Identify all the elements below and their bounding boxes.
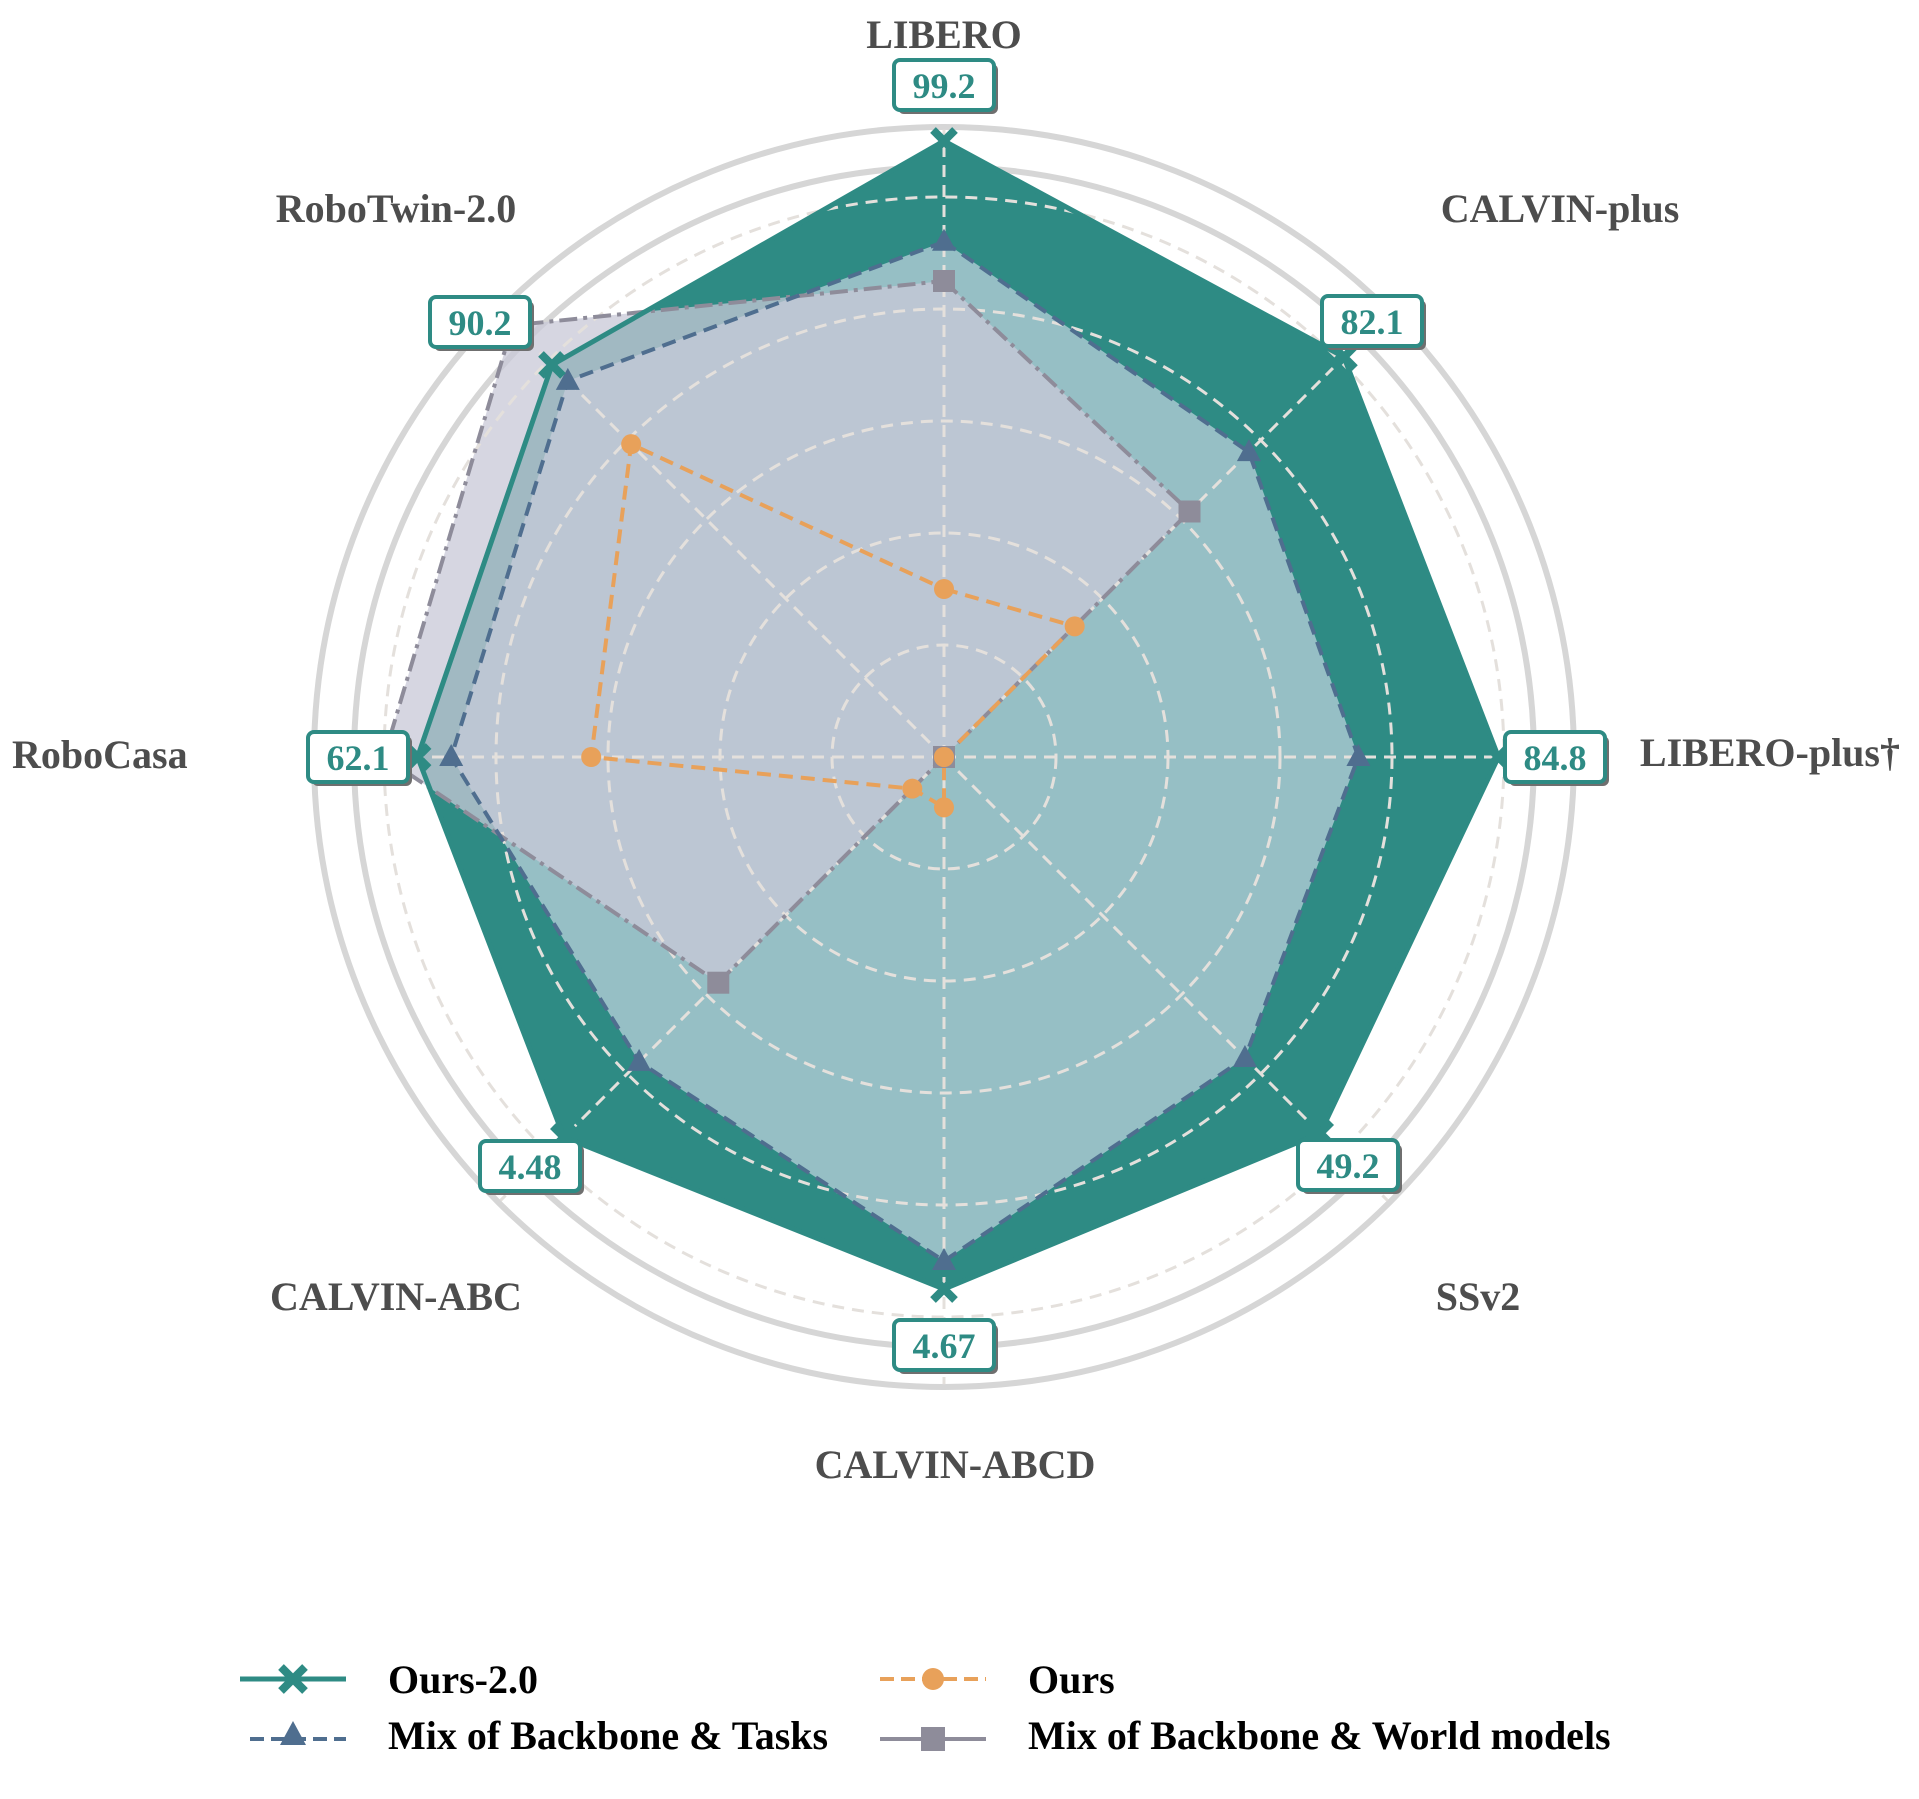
value-box: 49.2: [1296, 1138, 1402, 1194]
value-box: 4.48: [478, 1139, 584, 1195]
marker-square-icon: [1178, 500, 1201, 523]
value-text: 99.2: [913, 66, 976, 106]
marker-triangle-icon: [1346, 744, 1371, 766]
value-text: 4.48: [499, 1147, 562, 1187]
marker-square-icon: [933, 270, 955, 292]
marker-circle-icon: [934, 747, 954, 767]
legend-label: Ours: [1028, 1656, 1115, 1702]
legend-label: Mix of Backbone & Tasks: [388, 1712, 829, 1758]
axis-label: LIBERO: [866, 12, 1022, 57]
legend-item-backbone-tasks: Mix of Backbone & Tasks: [240, 1711, 828, 1759]
marker-circle-icon: [902, 778, 923, 799]
value-box: 99.2: [892, 58, 998, 114]
marker-circle-icon: [581, 747, 602, 767]
value-text: 82.1: [1341, 302, 1404, 342]
marker-triangle-icon: [932, 1248, 956, 1270]
value-text: 4.67: [913, 1326, 976, 1366]
legend-item-backbone-world-models: Mix of Backbone & World models: [880, 1711, 1611, 1759]
marker-circle-icon: [934, 579, 954, 599]
legend-label: Mix of Backbone & World models: [1028, 1712, 1611, 1758]
value-box: 90.2: [428, 295, 534, 351]
marker-circle-icon: [1064, 616, 1085, 637]
axis-label: LIBERO-plus†: [1640, 730, 1900, 775]
legend: Ours-2.0 Mix of Backbone & Tasks Ours Mi…: [240, 1655, 1680, 1775]
marker-x-icon: [930, 127, 958, 155]
grid-ring: [606, 419, 1282, 1095]
value-box: 4.67: [892, 1318, 998, 1374]
axis-label: RoboCasa: [12, 732, 188, 777]
value-labels: 99.2 82.1 84.8 49.2 4.67 4.48 62.1 90.2: [306, 58, 1609, 1374]
legend-swatch-square-icon: [880, 1715, 986, 1755]
axis-label: CALVIN-ABC: [270, 1274, 522, 1319]
series-fills: [384, 141, 1499, 1289]
value-text: 84.8: [1524, 738, 1587, 778]
value-box: 82.1: [1320, 294, 1426, 350]
series-line: [449, 239, 1361, 1264]
marker-x-icon: [930, 1275, 958, 1303]
legend-item-ours: Ours: [880, 1655, 1115, 1703]
marker-x-icon: [538, 351, 566, 379]
legend-swatch-triangle-icon: [240, 1715, 346, 1755]
legend-swatch-circle-icon: [880, 1659, 986, 1699]
marker-circle-icon: [621, 434, 642, 455]
marker-square-icon: [707, 971, 730, 994]
marker-triangle-icon: [1232, 1044, 1257, 1067]
value-box: 62.1: [306, 730, 412, 786]
legend-label: Ours-2.0: [388, 1656, 538, 1702]
marker-triangle-icon: [932, 228, 956, 251]
axis-label: CALVIN-ABCD: [815, 1442, 1096, 1487]
axis-label: CALVIN-plus: [1441, 186, 1680, 231]
marker-triangle-icon: [627, 1048, 652, 1071]
marker-circle-icon: [934, 797, 954, 818]
axis-labels: LIBEROCALVIN-plusLIBERO-plus†SSv2CALVIN-…: [12, 12, 1900, 1487]
series-fill: [384, 281, 1190, 983]
series-markers: [373, 127, 1513, 1303]
marker-triangle-icon: [555, 367, 580, 390]
legend-item-ours-2: Ours-2.0: [240, 1655, 538, 1703]
marker-triangle-icon: [439, 744, 464, 766]
series-line: [588, 441, 1079, 811]
value-box: 84.8: [1503, 730, 1609, 786]
value-text: 62.1: [327, 738, 390, 778]
value-text: 90.2: [449, 303, 512, 343]
axis-label: RoboTwin-2.0: [276, 186, 516, 231]
legend-swatch-x-icon: [240, 1659, 346, 1699]
marker-triangle-icon: [1236, 439, 1261, 462]
value-text: 49.2: [1317, 1146, 1380, 1186]
axis-label: SSv2: [1436, 1274, 1521, 1319]
